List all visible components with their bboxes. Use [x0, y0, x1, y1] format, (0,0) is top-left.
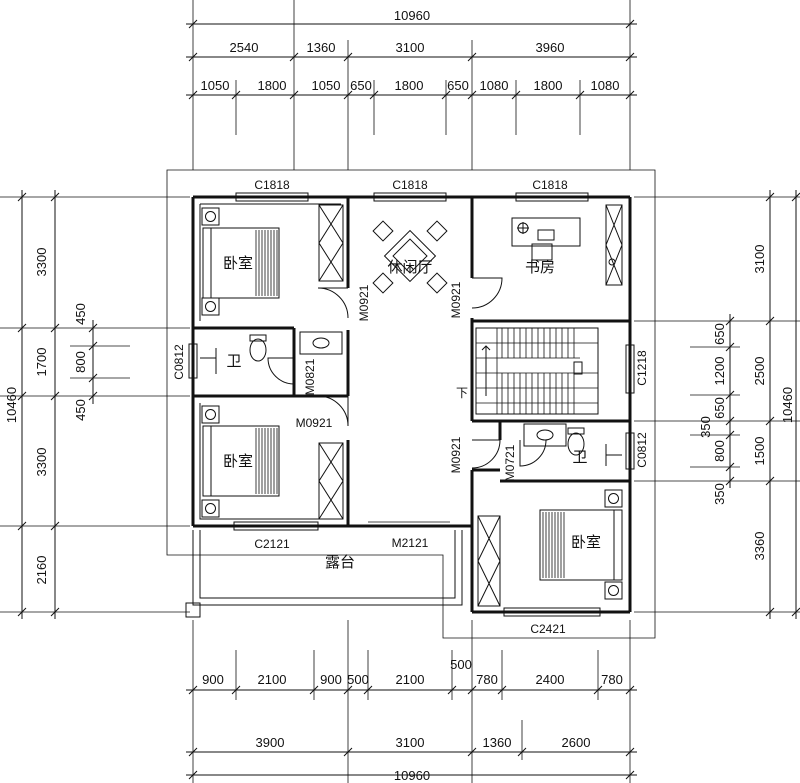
right-dim-2: 3360: [752, 532, 767, 561]
staircase: 下: [456, 327, 599, 415]
right-dim-3: 650: [712, 397, 727, 419]
top-dim-3: 1800: [258, 78, 287, 93]
terrace: 露台: [185, 530, 463, 618]
top-dim-3: 650: [350, 78, 372, 93]
top-dim-2: 3960: [536, 40, 565, 55]
top-dim-2: 3100: [396, 40, 425, 55]
right-dim-2: 3100: [752, 245, 767, 274]
window-label: C1818: [532, 178, 568, 192]
bottom-dim-1: 500: [450, 657, 472, 672]
top-dim-2: 2540: [230, 40, 259, 55]
bottom-dim-1: 500: [347, 672, 369, 687]
stair-label: 下: [456, 386, 468, 400]
left-dim-2: 2160: [34, 556, 49, 585]
bottom-dimensions: 900 2100 900 500 2100 500 780 2400 780 3…: [186, 620, 637, 783]
left-dim-2: 3300: [34, 448, 49, 477]
door-label: M2121: [392, 536, 429, 550]
bottom-dim-1: 900: [202, 672, 224, 687]
right-dimensions: 650 1200 650 350 800 350 3100 2500 1500 …: [634, 190, 800, 619]
door-label: M0921: [449, 281, 463, 318]
room-label: 卫: [226, 353, 241, 370]
bottom-dim-1: 2100: [396, 672, 425, 687]
right-dim-3: 350: [698, 416, 713, 438]
bottom-dim-1: 2400: [536, 672, 565, 687]
windows: C1818 C1818 C1818 C0812 C1218 C0812 C212…: [172, 178, 649, 636]
top-dim-3: 1050: [201, 78, 230, 93]
top-total-dim: 10960: [394, 8, 430, 23]
room-label: 书房: [525, 259, 555, 276]
roof-outline: [166, 169, 656, 639]
bottom-dim-1: 780: [601, 672, 623, 687]
walls: [191, 195, 632, 614]
window-label: C1818: [254, 178, 290, 192]
top-dim-3: 1080: [480, 78, 509, 93]
left-dim-2: 1700: [34, 348, 49, 377]
top-dim-3: 1050: [312, 78, 341, 93]
bottom-dim-1: 2100: [258, 672, 287, 687]
room-label: 休闲厅: [387, 259, 432, 276]
top-dimensions: 10960 2540 1360 3100 3960 1050 1800 1050…: [186, 0, 637, 170]
right-dim-3: 800: [712, 440, 727, 462]
door-label: M0721: [503, 444, 517, 481]
window-label: C0812: [635, 432, 649, 468]
bottom-total-dim: 10960: [394, 768, 430, 783]
window-label: C2421: [530, 622, 566, 636]
left-total-dim: 10460: [4, 387, 19, 423]
door-label: M0821: [303, 358, 317, 395]
bedroom-top-left: 卧室: [201, 204, 344, 316]
window-label: C0812: [172, 344, 186, 380]
door-label: M0921: [296, 416, 333, 430]
doors: M0921 M0921 M0821 M0921 M0921 M0721 M212…: [267, 277, 547, 550]
left-dim-3: 450: [73, 303, 88, 325]
right-dim-2: 1500: [752, 437, 767, 466]
window-label: C2121: [254, 537, 290, 551]
bath-left: 卫: [200, 331, 343, 374]
bottom-dim-2: 2600: [562, 735, 591, 750]
top-dim-2: 1360: [307, 40, 336, 55]
top-dim-3: 1800: [395, 78, 424, 93]
door-label: M0921: [449, 436, 463, 473]
right-dim-3: 1200: [712, 357, 727, 386]
room-label: 卫: [572, 449, 587, 466]
bottom-dim-2: 3100: [396, 735, 425, 750]
room-label: 卧室: [571, 534, 601, 551]
window-label: C1218: [635, 350, 649, 386]
room-label: 卧室: [223, 453, 253, 470]
study: 书房: [511, 204, 623, 286]
bedroom-mid-left: 卧室: [201, 405, 344, 520]
hall: 休闲厅: [372, 220, 448, 294]
bottom-dim-1: 780: [476, 672, 498, 687]
right-dim-3: 650: [712, 323, 727, 345]
left-dimensions: 10460 3300 1700 3300 2160 450 800 450: [0, 190, 190, 619]
top-dim-3: 1800: [534, 78, 563, 93]
top-dim-3: 650: [447, 78, 469, 93]
right-dim-2: 2500: [752, 357, 767, 386]
top-dim-3: 1080: [591, 78, 620, 93]
right-total-dim: 10460: [780, 387, 795, 423]
right-dim-3: 350: [712, 483, 727, 505]
room-label: 卧室: [223, 255, 253, 272]
bottom-dim-1: 900: [320, 672, 342, 687]
left-dim-2: 3300: [34, 248, 49, 277]
door-label: M0921: [357, 284, 371, 321]
window-label: C1818: [392, 178, 428, 192]
left-dim-3: 800: [73, 351, 88, 373]
bath-right: 卫: [523, 423, 622, 466]
room-label: 露台: [325, 554, 355, 571]
bottom-dim-2: 3900: [256, 735, 285, 750]
bedroom-bottom-right: 卧室: [477, 489, 623, 607]
bottom-dim-2: 1360: [483, 735, 512, 750]
left-dim-3: 450: [73, 399, 88, 421]
